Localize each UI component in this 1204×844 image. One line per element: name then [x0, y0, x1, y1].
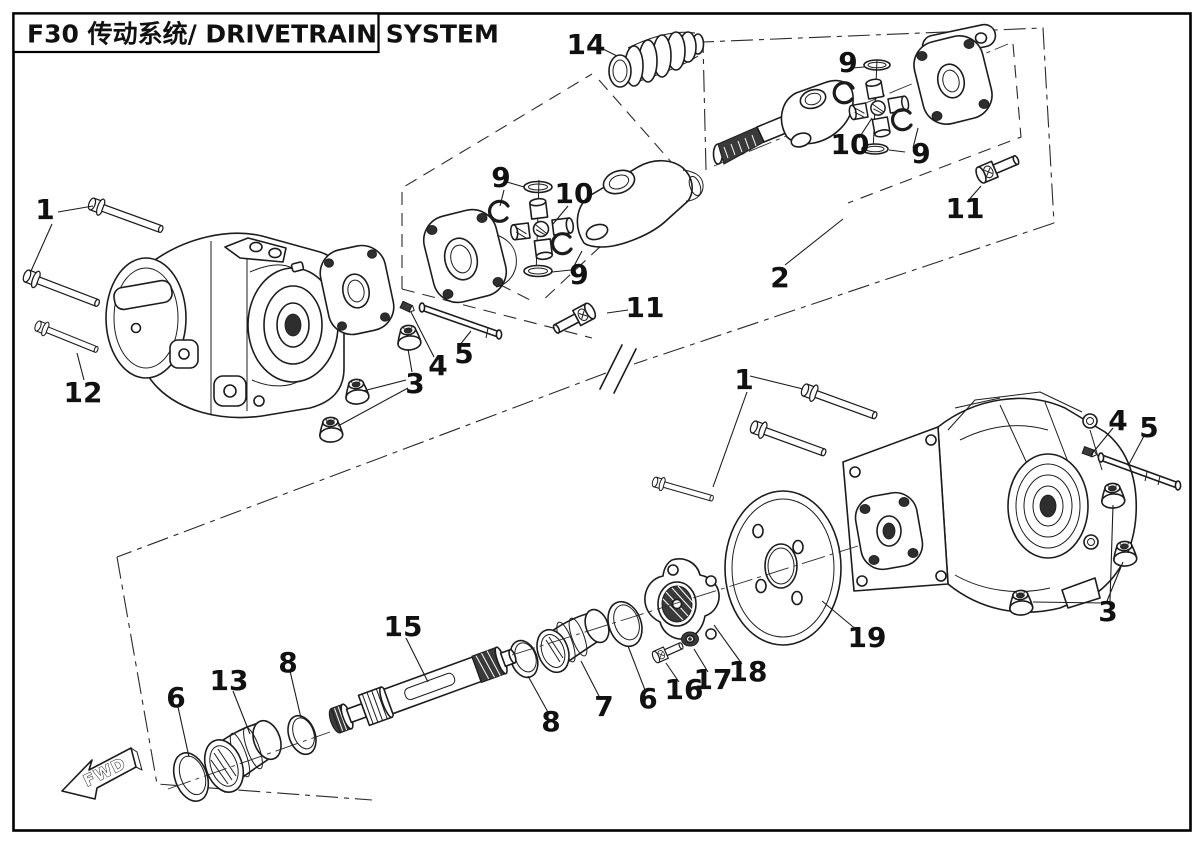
cover-handle — [113, 279, 173, 311]
callout-19: 19 — [848, 621, 887, 654]
callout-6-left: 6 — [166, 681, 185, 714]
border — [12, 12, 1192, 832]
brake-disc — [724, 490, 842, 646]
callout-3-right: 3 — [1098, 595, 1117, 628]
nut-3 — [317, 415, 345, 444]
pin-4 — [399, 300, 415, 313]
bolt-1b — [20, 266, 103, 313]
coupler-7 — [536, 608, 610, 674]
callout-4-left: 4 — [428, 349, 447, 382]
callout-9-right-top: 9 — [838, 46, 857, 79]
callout-10-right: 10 — [831, 128, 870, 161]
rear-ujoint-assembly — [712, 23, 1023, 186]
coupler-13 — [203, 719, 282, 793]
callout-14: 14 — [567, 28, 606, 61]
callout-9-right-bottom: 9 — [911, 137, 930, 170]
callout-8-left: 8 — [278, 646, 297, 679]
stud-5 — [1097, 452, 1182, 491]
callout-16: 16 — [665, 673, 704, 706]
callout-15: 15 — [384, 610, 423, 643]
callout-10-left: 10 — [555, 177, 594, 210]
fwd-label: FWD — [80, 754, 129, 791]
bolt-1d — [747, 417, 830, 462]
stud-5 — [418, 302, 503, 340]
drive-shaft-15 — [328, 646, 517, 734]
callout-2: 2 — [770, 261, 789, 294]
centerline-axle — [167, 545, 859, 790]
front-gearbox-hardware — [20, 194, 503, 444]
callout-4-right: 4 — [1108, 404, 1127, 437]
bolt-11 — [549, 300, 599, 339]
callout-1-left: 1 — [35, 193, 54, 226]
ring-6 — [607, 600, 643, 648]
callout-labels: 1 12 3 4 5 9 10 9 11 14 2 9 10 9 11 1 4 … — [35, 28, 1158, 738]
bolt-1a — [85, 194, 167, 239]
circlip-9 — [890, 108, 913, 132]
callout-9-left-top: 9 — [491, 161, 510, 194]
ring-8 — [287, 714, 317, 756]
callout-3-left: 3 — [405, 367, 424, 400]
front-ujoint-assembly — [422, 159, 704, 339]
title-box — [12, 12, 380, 54]
callout-17: 17 — [694, 663, 733, 696]
circlip-9 — [550, 232, 573, 256]
callout-6-right: 6 — [638, 682, 657, 715]
splined-hub — [644, 558, 720, 640]
callout-18: 18 — [729, 655, 768, 688]
callout-9-left-bottom: 9 — [569, 258, 588, 291]
splined-shaft — [717, 126, 765, 165]
callout-8-right: 8 — [541, 705, 560, 738]
callout-13: 13 — [210, 664, 249, 697]
rear-driveshaft-assembly — [167, 490, 859, 802]
callout-5-left: 5 — [454, 337, 473, 370]
callout-11-mid: 11 — [626, 291, 665, 324]
bolt-1c — [798, 380, 881, 425]
bolt-11 — [973, 150, 1023, 186]
nut-3 — [395, 323, 423, 352]
leader-lines — [30, 46, 1145, 758]
callout-1-right: 1 — [734, 363, 753, 396]
drawing-frame: F30 传动系统/ DRIVETRAIN SYSTEM — [12, 12, 1192, 832]
bolt-1e — [650, 474, 716, 506]
callout-7: 7 — [594, 690, 613, 723]
callout-11-right: 11 — [946, 192, 985, 225]
circlip-9 — [832, 81, 855, 105]
break-mark — [599, 344, 637, 394]
page-title: F30 传动系统/ DRIVETRAIN SYSTEM — [27, 20, 499, 49]
bolt-16 — [650, 639, 686, 665]
nut-3 — [343, 377, 371, 406]
fwd-direction-arrow: FWD — [61, 747, 143, 800]
cv-boot — [608, 31, 705, 88]
bolt-12 — [32, 317, 101, 358]
circlip-9 — [487, 199, 510, 223]
callout-5-right: 5 — [1139, 411, 1158, 444]
ring-6 — [172, 752, 210, 802]
front-gearbox-drawing — [105, 232, 395, 419]
rear-gearbox-drawing — [650, 380, 1182, 617]
washer-17 — [681, 631, 699, 647]
callout-12: 12 — [64, 376, 103, 409]
